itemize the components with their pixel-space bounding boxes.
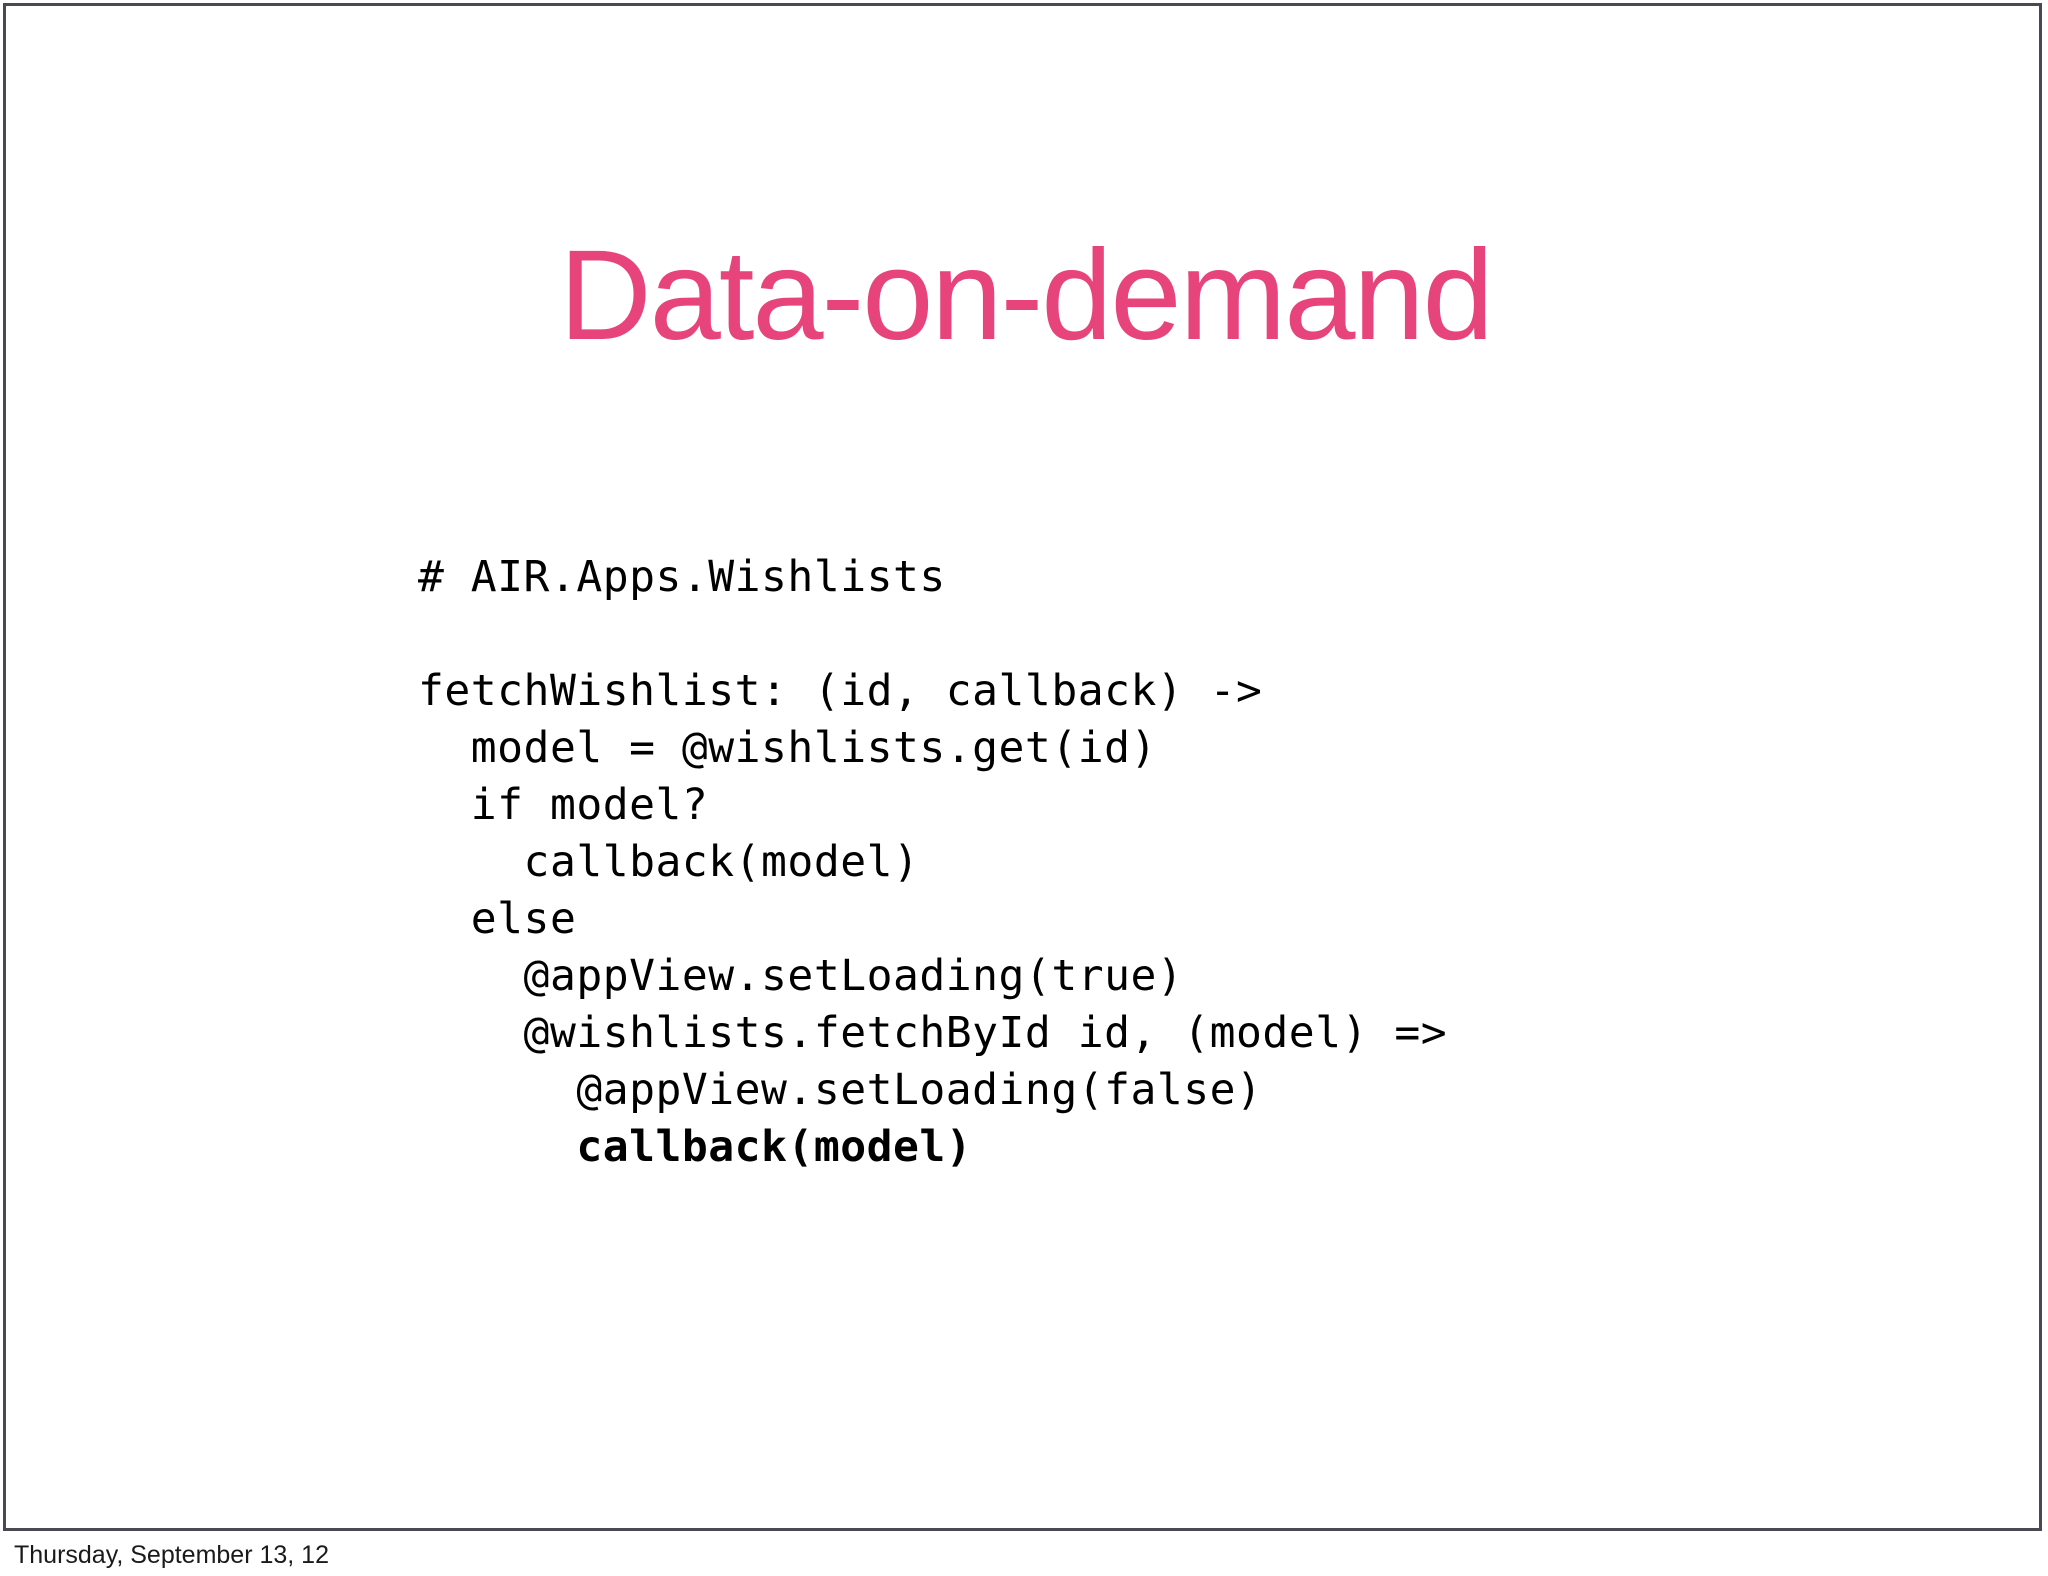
code-line: model = @wishlists.get(id) [418, 723, 1157, 773]
code-line [418, 606, 1447, 663]
code-line: callback(model) [418, 1122, 973, 1172]
code-line: @appView.setLoading(true) [418, 951, 1184, 1001]
code-line: @appView.setLoading(false) [418, 1065, 1263, 1115]
code-block: # AIR.Apps.Wishlists fetchWishlist: (id,… [418, 549, 1447, 1176]
code-line: else [418, 894, 577, 944]
footer-date: Thursday, September 13, 12 [14, 1541, 329, 1569]
page-title: Data-on-demand [559, 223, 1494, 367]
code-line: if model? [418, 780, 709, 830]
code-line: callback(model) [418, 837, 920, 887]
code-line: fetchWishlist: (id, callback) -> [418, 666, 1263, 716]
slide-frame: Data-on-demand # AIR.Apps.Wishlists fetc… [3, 3, 2042, 1531]
code-content: # AIR.Apps.Wishlists fetchWishlist: (id,… [418, 549, 1447, 1176]
code-line: # AIR.Apps.Wishlists [418, 552, 946, 602]
code-line: @wishlists.fetchById id, (model) => [418, 1008, 1448, 1058]
